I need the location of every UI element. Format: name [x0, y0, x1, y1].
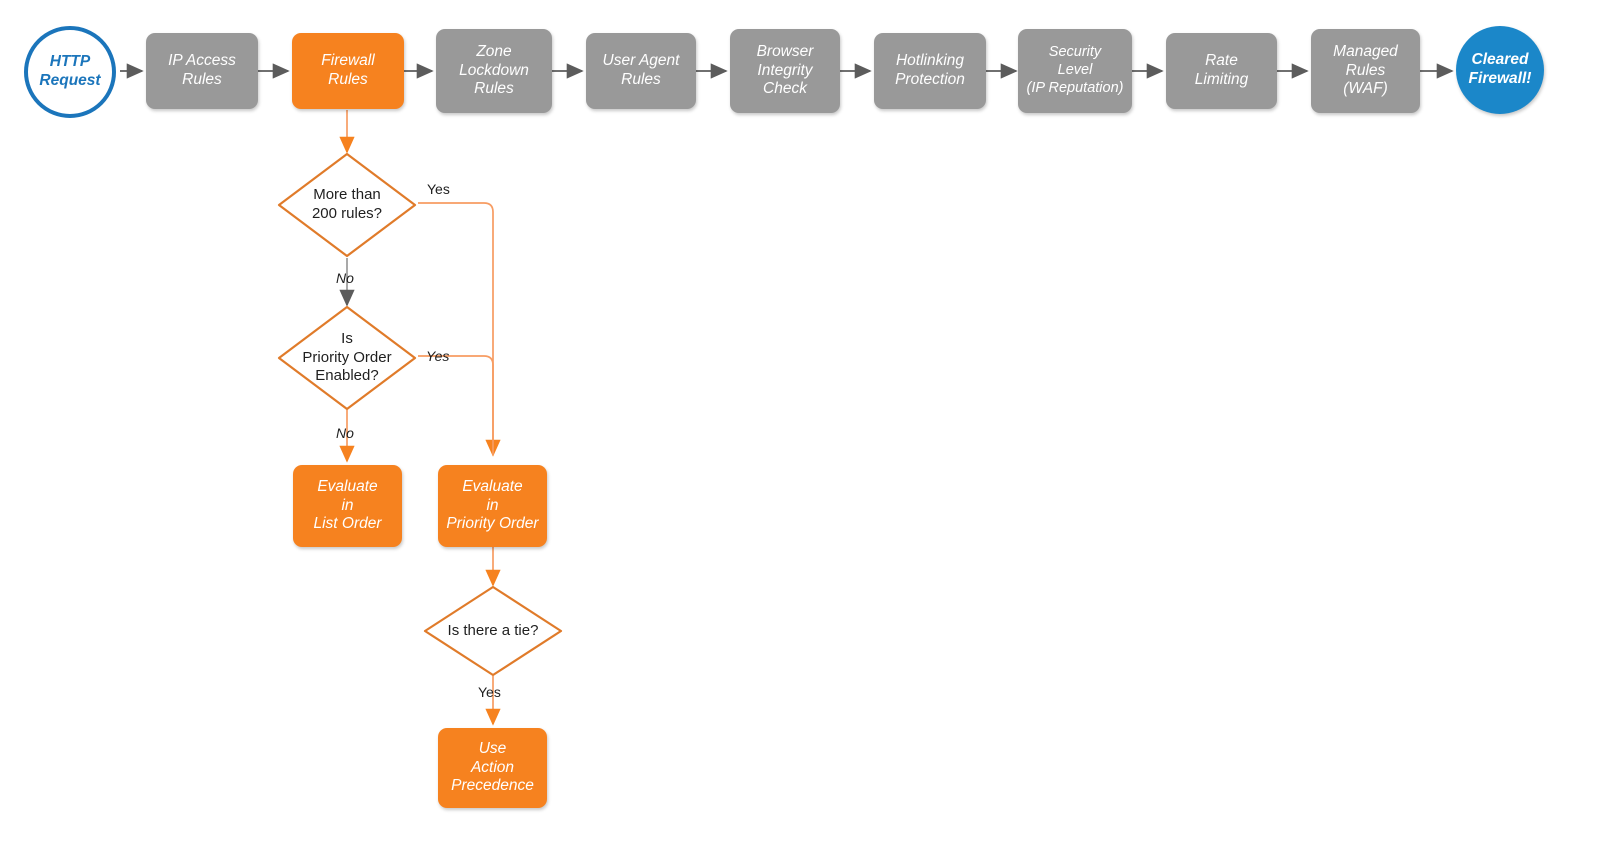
node-rate-limiting-label: Rate Limiting: [1194, 52, 1249, 88]
node-user-agent-rules[interactable]: User Agent Rules: [586, 33, 696, 109]
diamond-shape-is-priority-order-enabled: [277, 305, 417, 411]
node-browser-integrity-check-label: Browser Integrity Check: [756, 42, 814, 98]
node-firewall-rules-label: Firewall Rules: [321, 52, 375, 88]
node-ip-access-rules-label: IP Access Rules: [168, 52, 236, 88]
arrow-decision2-yes: [418, 355, 494, 455]
node-user-agent-rules-label: User Agent Rules: [602, 52, 680, 88]
decision-more-than-200-rules-label: More than 200 rules?: [311, 186, 383, 222]
node-use-action-precedence[interactable]: Use Action Precedence: [438, 728, 547, 808]
decision-is-there-a-tie-label: Is there a tie?: [447, 621, 539, 639]
decision-is-priority-order-enabled[interactable]: Is Priority Order Enabled?: [277, 305, 417, 411]
node-firewall-rules[interactable]: Firewall Rules: [292, 33, 404, 109]
decision-more-than-200-rules[interactable]: More than 200 rules?: [277, 152, 417, 258]
node-hotlinking-protection[interactable]: Hotlinking Protection: [874, 33, 986, 109]
node-managed-rules-waf-label: Managed Rules (WAF): [1333, 42, 1398, 98]
edge-label-tie-yes: Yes: [478, 684, 501, 700]
edge-label-more-than-200-yes: Yes: [427, 181, 450, 197]
decision-is-there-a-tie[interactable]: Is there a tie?: [423, 585, 563, 677]
node-http-request-label: HTTP Request: [39, 53, 101, 89]
node-evaluate-in-list-order-label: Evaluate in List Order: [313, 477, 382, 533]
node-zone-lockdown-rules[interactable]: Zone Lockdown Rules: [436, 29, 552, 113]
node-http-request[interactable]: HTTP Request: [24, 26, 116, 118]
node-hotlinking-protection-label: Hotlinking Protection: [895, 52, 965, 88]
arrow-decision1-yes: [418, 202, 501, 457]
diamond-shape-more-than-200-rules: [277, 152, 417, 258]
node-cleared-firewall-label: Cleared Firewall!: [1468, 51, 1532, 87]
node-managed-rules-waf[interactable]: Managed Rules (WAF): [1311, 29, 1420, 113]
node-evaluate-in-priority-order[interactable]: Evaluate in Priority Order: [438, 465, 547, 547]
node-rate-limiting[interactable]: Rate Limiting: [1166, 33, 1277, 109]
edge-label-priority-order-no: No: [336, 425, 354, 441]
node-browser-integrity-check[interactable]: Browser Integrity Check: [730, 29, 840, 113]
node-ip-access-rules[interactable]: IP Access Rules: [146, 33, 258, 109]
node-use-action-precedence-label: Use Action Precedence: [451, 739, 534, 795]
decision-is-priority-order-enabled-label: Is Priority Order Enabled?: [302, 330, 392, 385]
diamond-shape-is-there-a-tie: [423, 585, 563, 677]
node-zone-lockdown-rules-label: Zone Lockdown Rules: [459, 42, 529, 98]
edge-label-priority-order-yes: Yes: [426, 348, 450, 364]
node-security-level[interactable]: Security Level (IP Reputation): [1018, 29, 1132, 113]
node-security-level-label: Security Level (IP Reputation): [1026, 44, 1124, 96]
node-evaluate-in-priority-order-label: Evaluate in Priority Order: [446, 477, 539, 533]
node-evaluate-in-list-order[interactable]: Evaluate in List Order: [293, 465, 402, 547]
edge-label-more-than-200-no: No: [336, 270, 354, 286]
node-cleared-firewall[interactable]: Cleared Firewall!: [1456, 26, 1544, 114]
